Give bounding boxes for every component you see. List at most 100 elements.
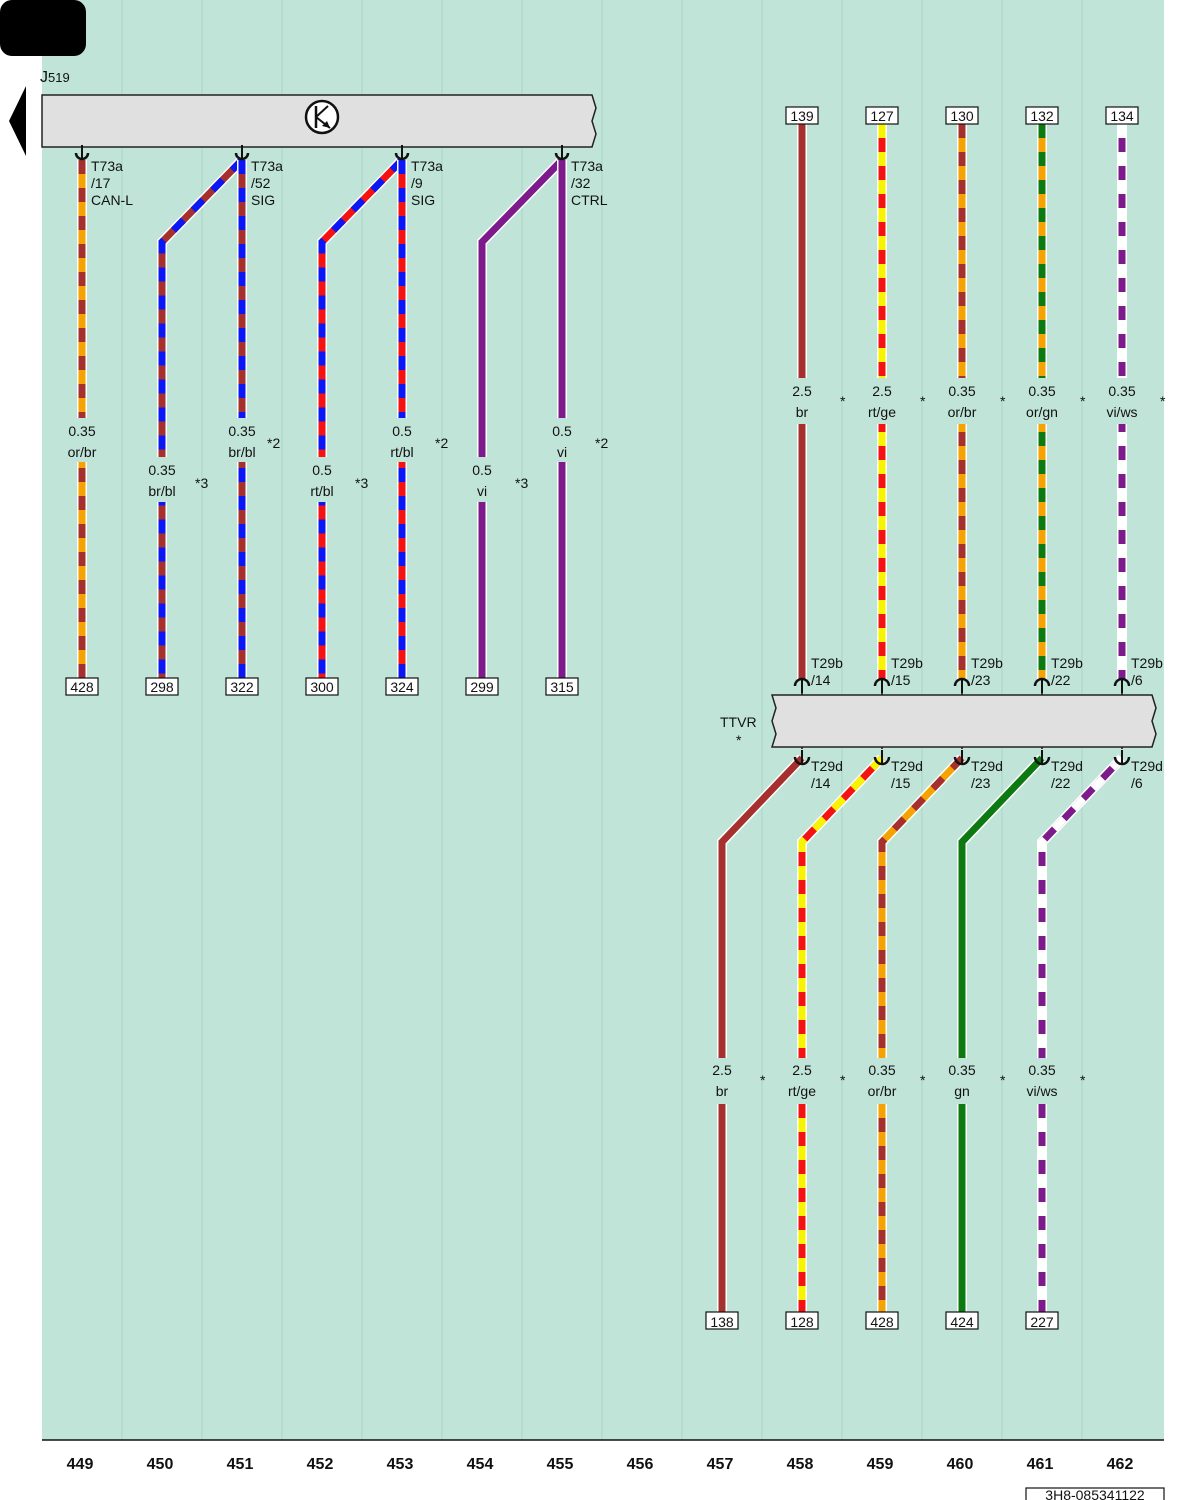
wire-color: br <box>796 404 809 420</box>
terminal-number[interactable]: 322 <box>230 679 254 695</box>
wire-size: 0.35 <box>1028 383 1055 399</box>
terminal-number[interactable]: 298 <box>150 679 174 695</box>
wire-note: * <box>1160 393 1166 409</box>
wire-note: *3 <box>195 475 208 491</box>
left-terminals: 428 298 322 300 324 299 315 <box>65 677 579 696</box>
wire-bottom-rt-ge[interactable] <box>797 754 886 1314</box>
pin-label: T29b/6 <box>1131 655 1163 688</box>
control-unit-symbol-icon <box>304 99 340 135</box>
wire-color: vi <box>477 483 487 499</box>
pin-contact-icon <box>793 750 811 766</box>
pin-label: T29d/15 <box>891 758 923 791</box>
wire-color: vi/ws <box>1026 1083 1057 1099</box>
right-top-terminals: 139 127 130 132 134 <box>785 106 1139 125</box>
wire-bottom-gn[interactable] <box>957 754 1046 1314</box>
pin-contact-icon <box>1113 677 1131 693</box>
column-number: 451 <box>227 1456 254 1473</box>
wire-color: rt/bl <box>310 483 333 499</box>
terminal-number[interactable]: 428 <box>870 1314 894 1330</box>
j519-pin-labels: T73a /17 CAN-L T73a /52 SIG T73a /9 SIG … <box>91 158 608 208</box>
pin-contact-icon <box>394 145 410 161</box>
wire-note: * <box>1000 1072 1006 1088</box>
terminal-number[interactable]: 139 <box>790 108 814 124</box>
wire-note: * <box>1000 393 1006 409</box>
terminal-number[interactable]: 227 <box>1030 1314 1054 1330</box>
wire-size: 2.5 <box>872 383 892 399</box>
wire-color: or/gn <box>1026 404 1058 420</box>
wire-rt-bl[interactable] <box>317 156 406 680</box>
right-top-wire-labels: 2.5 br * 2.5 rt/ge * 0.35 or/br * 0.35 o… <box>792 383 1166 420</box>
wire-note: *2 <box>435 435 448 451</box>
wire-color: br/bl <box>228 444 255 460</box>
wire-size: 0.35 <box>1108 383 1135 399</box>
wire-size: 0.35 <box>948 383 975 399</box>
pin-label: T29b/23 <box>971 655 1003 688</box>
wire-size: 0.35 <box>148 462 175 478</box>
terminal-number[interactable]: 138 <box>710 1314 734 1330</box>
wire-size: 0.5 <box>552 423 572 439</box>
t29d-pin-labels: T29d/14 T29d/15 T29d/23 T29d/22 T29d/6 <box>811 758 1163 791</box>
wire-size: 2.5 <box>712 1062 732 1078</box>
ttvr-connector-bar[interactable] <box>770 694 1157 748</box>
column-number: 462 <box>1107 1456 1134 1473</box>
column-number: 453 <box>387 1456 414 1473</box>
component-label: J519 <box>40 69 70 86</box>
column-number: 460 <box>947 1456 974 1473</box>
wire-size: 0.35 <box>1028 1062 1055 1078</box>
wire-note: *2 <box>595 435 608 451</box>
terminal-number[interactable]: 299 <box>470 679 494 695</box>
wire-br-bl[interactable] <box>157 156 246 680</box>
wire-note: * <box>840 1072 846 1088</box>
pin-contact-icon <box>873 750 891 766</box>
wire-color: or/br <box>948 404 977 420</box>
pin-label: T29b/14 <box>811 655 843 688</box>
pin-label-17: T73a /17 CAN-L <box>91 158 133 208</box>
wire-size: 2.5 <box>792 383 812 399</box>
column-number: 457 <box>707 1456 734 1473</box>
wire-color: br <box>716 1083 729 1099</box>
wire-color: vi <box>557 444 567 460</box>
wire-bottom-br[interactable] <box>717 754 806 1314</box>
terminal-number[interactable]: 130 <box>950 108 974 124</box>
wire-color: rt/ge <box>868 404 896 420</box>
terminal-number[interactable]: 300 <box>310 679 334 695</box>
pin-contact-icon <box>953 677 971 693</box>
pin-contact-icon <box>234 145 250 161</box>
pin-label: T29d/22 <box>1051 758 1083 791</box>
wire-note: * <box>1080 1072 1086 1088</box>
pin-label-52: T73a /52 SIG <box>251 158 287 208</box>
terminal-number[interactable]: 424 <box>950 1314 974 1330</box>
pin-contact-icon <box>1113 750 1131 766</box>
pin-label: T29b/15 <box>891 655 923 688</box>
wire-color: or/br <box>868 1083 897 1099</box>
terminal-number[interactable]: 324 <box>390 679 414 695</box>
document-number: 3H8-085341122 <box>1045 1487 1145 1500</box>
document-number-box <box>1025 1487 1165 1500</box>
terminal-number[interactable]: 127 <box>870 108 894 124</box>
terminal-number[interactable]: 428 <box>70 679 94 695</box>
wire-color: or/br <box>68 444 97 460</box>
wire-color: rt/ge <box>788 1083 816 1099</box>
column-number: 449 <box>67 1456 94 1473</box>
right-bottom-terminals: 138 128 428 424 227 <box>705 1311 1059 1330</box>
pin-label-32: T73a /32 CTRL <box>571 158 608 208</box>
pin-label-9: T73a /9 SIG <box>411 158 447 208</box>
wire-note: * <box>760 1072 766 1088</box>
page-tab[interactable] <box>0 0 86 56</box>
pin-contact-icon <box>74 145 90 161</box>
wire-bottom-or-br[interactable] <box>877 754 966 1314</box>
wire-note: * <box>920 1072 926 1088</box>
wire-color: gn <box>954 1083 970 1099</box>
previous-page-arrow-icon[interactable] <box>9 86 26 156</box>
terminal-number[interactable]: 134 <box>1110 108 1134 124</box>
wire-vi[interactable] <box>477 156 566 680</box>
terminal-number[interactable]: 132 <box>1030 108 1054 124</box>
left-wire-labels: 0.35 or/br 0.35 br/bl *3 0.35 br/bl *2 0… <box>68 423 609 499</box>
wire-bottom-vi-ws[interactable] <box>1037 754 1126 1314</box>
column-number: 456 <box>627 1456 654 1473</box>
terminal-number[interactable]: 315 <box>550 679 574 695</box>
ttvr-label: TTVR <box>720 714 757 730</box>
terminal-number[interactable]: 128 <box>790 1314 814 1330</box>
pin-contact-icon <box>953 750 971 766</box>
